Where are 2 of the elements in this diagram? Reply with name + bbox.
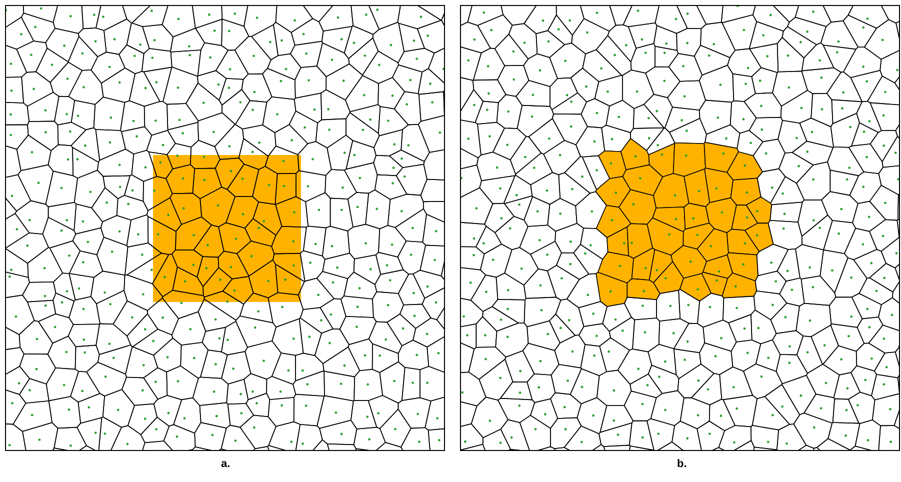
panel-label: b. xyxy=(677,458,687,470)
panel-label: a. xyxy=(221,458,230,470)
